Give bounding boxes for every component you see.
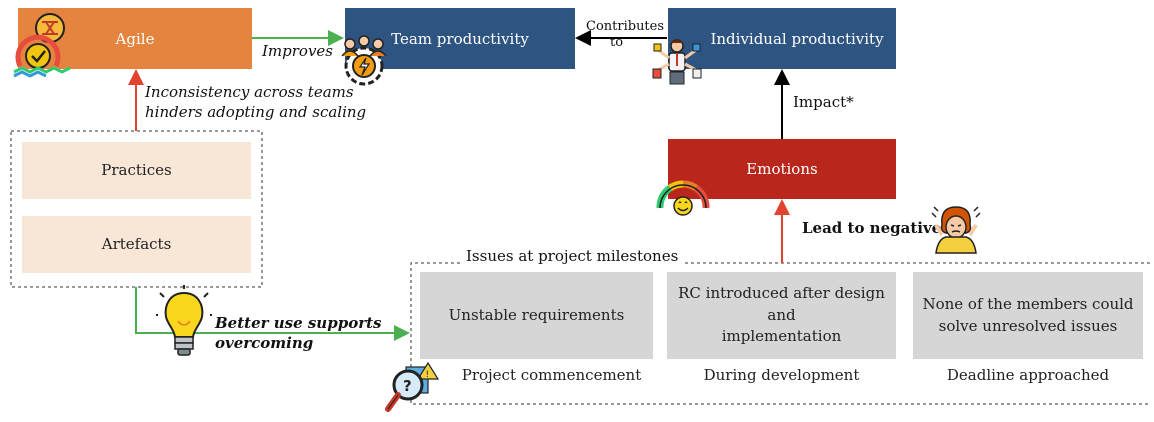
lightbulb-icon — [156, 285, 212, 356]
node-practices: Practices — [22, 142, 251, 199]
milestone-box: During development — [667, 359, 896, 393]
milestone-label: Deadline approached — [946, 366, 1110, 385]
issue-label-line1: None of the members could — [922, 294, 1134, 313]
label-inconsistency-line2: hinders adopting and scaling — [145, 103, 367, 121]
svg-text:?: ? — [403, 377, 412, 395]
node-individual-productivity: Individual productivity — [668, 8, 896, 69]
issues-title-text: Issues at project milestones — [466, 247, 679, 265]
node-emotions-label: Emotions — [746, 160, 818, 178]
issues-title: Issues at project milestones — [460, 247, 685, 265]
label-better-use-line1: Better use supports — [215, 314, 382, 332]
label-inconsistency-line1: Inconsistency across teams — [145, 83, 354, 101]
node-agile-label: Agile — [115, 29, 155, 48]
team-gear-icon — [341, 35, 387, 86]
node-artefacts: Artefacts — [22, 216, 251, 273]
label-impact: Impact* — [793, 93, 854, 111]
arrow-better-use — [135, 287, 410, 341]
label-improves: Improves — [262, 42, 333, 60]
svg-text:!: ! — [426, 370, 430, 380]
label-lead-to-negative: Lead to negative — [802, 219, 941, 237]
agile-cycle-icon — [13, 13, 71, 78]
label-impact-text: Impact* — [793, 93, 854, 111]
issue-label-line1: Unstable requirements — [448, 305, 625, 324]
emotion-gauge-icon — [656, 180, 710, 216]
magnifier-question-icon: ! ? — [385, 361, 440, 412]
multitasking-person-icon — [652, 39, 702, 85]
issue-box: RC introduced after design and implement… — [667, 272, 896, 359]
node-team-productivity: Team productivity — [345, 8, 575, 69]
node-individual-productivity-label: Individual productivity — [710, 29, 884, 48]
label-contributes-line1: Contributes — [586, 19, 665, 34]
issue-label-line2: solve unresolved issues — [938, 316, 1118, 335]
label-contributes-line2: to — [610, 35, 624, 50]
label-contributes: Contributes to — [586, 19, 664, 51]
milestone-box: Project commencement — [420, 359, 653, 393]
label-inconsistency: Inconsistency across teams hinders adopt… — [145, 82, 366, 122]
node-artefacts-label: Artefacts — [101, 234, 172, 253]
milestone-label: During development — [703, 366, 860, 385]
node-practices-label: Practices — [101, 160, 172, 179]
label-improves-text: Improves — [262, 42, 334, 60]
label-better-use: Better use supports overcoming — [215, 313, 381, 353]
label-better-use-line2: overcoming — [215, 334, 314, 352]
node-team-productivity-label: Team productivity — [391, 29, 529, 48]
issue-box: Unstable requirements — [420, 272, 653, 359]
label-lead-to-negative-text: Lead to negative — [802, 219, 942, 237]
issue-label-line2: implementation — [721, 327, 842, 346]
stressed-person-icon — [931, 206, 981, 254]
issues-group-frame — [410, 262, 1150, 405]
node-emotions: Emotions — [668, 139, 896, 199]
milestone-label: Project commencement — [461, 366, 642, 385]
issue-box: None of the members could solve unresolv… — [913, 272, 1143, 359]
milestone-box: Deadline approached — [913, 359, 1143, 393]
issue-label-line1: RC introduced after design and — [678, 283, 885, 324]
